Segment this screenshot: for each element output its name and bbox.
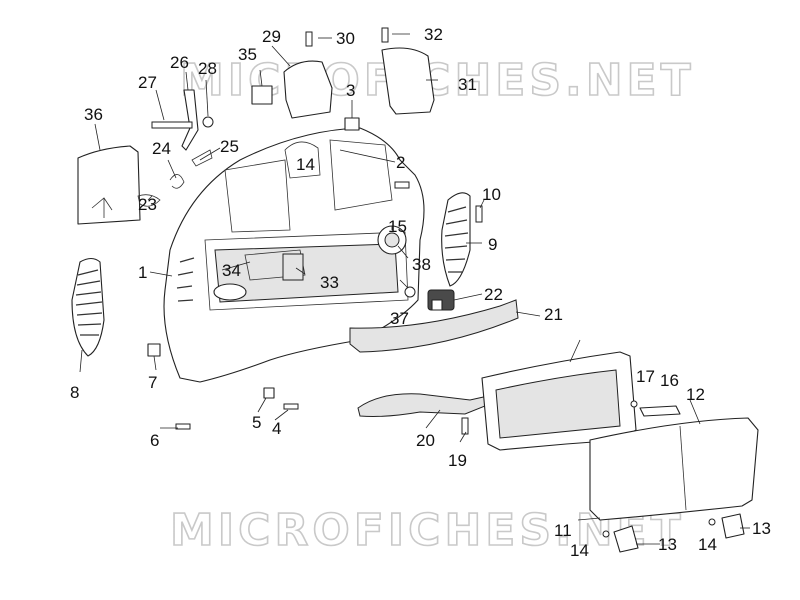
part-6-screw	[175, 423, 191, 430]
callout-13b: 13	[752, 519, 771, 538]
part-17-screw	[630, 400, 638, 408]
callout-21: 21	[544, 305, 563, 324]
part-19-screw	[461, 417, 469, 435]
part-3-clip	[344, 117, 360, 131]
part-20-bracket	[357, 393, 491, 417]
callout-12: 12	[686, 385, 705, 404]
callout-35: 35	[238, 45, 257, 64]
callout-11: 11	[554, 521, 572, 540]
part-22-switch	[427, 289, 455, 311]
callout-8: 8	[70, 383, 79, 402]
part-4-screw	[283, 403, 299, 410]
callout-28: 28	[198, 59, 217, 78]
callout-30: 30	[336, 29, 355, 48]
callout-4: 4	[272, 419, 281, 438]
callout-14c: 14	[296, 155, 315, 174]
part-14-upper-recess	[284, 141, 321, 179]
callout-3: 3	[346, 81, 355, 100]
callout-19: 19	[448, 451, 467, 470]
callout-14b: 14	[698, 535, 717, 554]
part-37-nut	[404, 286, 416, 298]
callout-6: 6	[150, 431, 159, 450]
callout-24: 24	[152, 139, 171, 158]
part-35-clip	[251, 85, 273, 105]
callout-14a: 14	[570, 541, 589, 560]
part-8-left-grille	[71, 257, 105, 357]
part-36-panel	[77, 145, 141, 225]
callout-labels: 1 2 3 4 5 6 7 8 9 10 11 12 13 13 14 14 1…	[70, 25, 771, 560]
callout-20: 20	[416, 431, 435, 450]
part-5-nut	[263, 387, 275, 399]
part-33-latch	[282, 253, 304, 281]
part-12-door	[589, 417, 759, 521]
part-14-screw-left	[602, 530, 610, 538]
callout-5: 5	[252, 413, 261, 432]
callout-36: 36	[84, 105, 103, 124]
part-29-upper-cover	[283, 60, 333, 119]
callout-32: 32	[424, 25, 443, 44]
callout-34: 34	[222, 261, 241, 280]
part-14-screw-right	[708, 518, 716, 526]
callout-17: 17	[636, 367, 655, 386]
callout-38: 38	[412, 255, 431, 274]
callout-31: 31	[458, 75, 477, 94]
part-13-hinge-right	[721, 513, 745, 539]
callout-10: 10	[482, 185, 501, 204]
callout-37: 37	[390, 309, 409, 328]
callout-15: 15	[388, 217, 407, 236]
callout-23: 23	[138, 195, 157, 214]
leader-lines	[79, 33, 750, 545]
part-31-right-panel	[381, 47, 435, 115]
callout-26: 26	[170, 53, 189, 72]
callout-27: 27	[138, 73, 157, 92]
part-30-screw	[305, 31, 313, 47]
callout-1: 1	[138, 263, 147, 282]
callout-33: 33	[320, 273, 339, 292]
callout-29: 29	[262, 27, 281, 46]
part-26-27-28-bracket	[151, 89, 214, 151]
part-18-door-frame	[481, 351, 637, 451]
part-13-hinge-left	[613, 525, 639, 553]
callout-22: 22	[484, 285, 503, 304]
part-9-right-grille	[441, 192, 471, 287]
part-7-clip	[147, 343, 161, 357]
callout-25: 25	[220, 137, 239, 156]
part-10-screw	[475, 205, 483, 223]
callout-9: 9	[488, 235, 497, 254]
part-2-screw	[394, 181, 410, 189]
part-32-screw	[381, 27, 389, 43]
part-21-trim	[349, 299, 519, 353]
callout-16: 16	[660, 371, 679, 390]
callout-13a: 13	[658, 535, 677, 554]
callout-2: 2	[396, 153, 405, 172]
part-16-latch	[639, 405, 681, 417]
callout-7: 7	[148, 373, 157, 392]
